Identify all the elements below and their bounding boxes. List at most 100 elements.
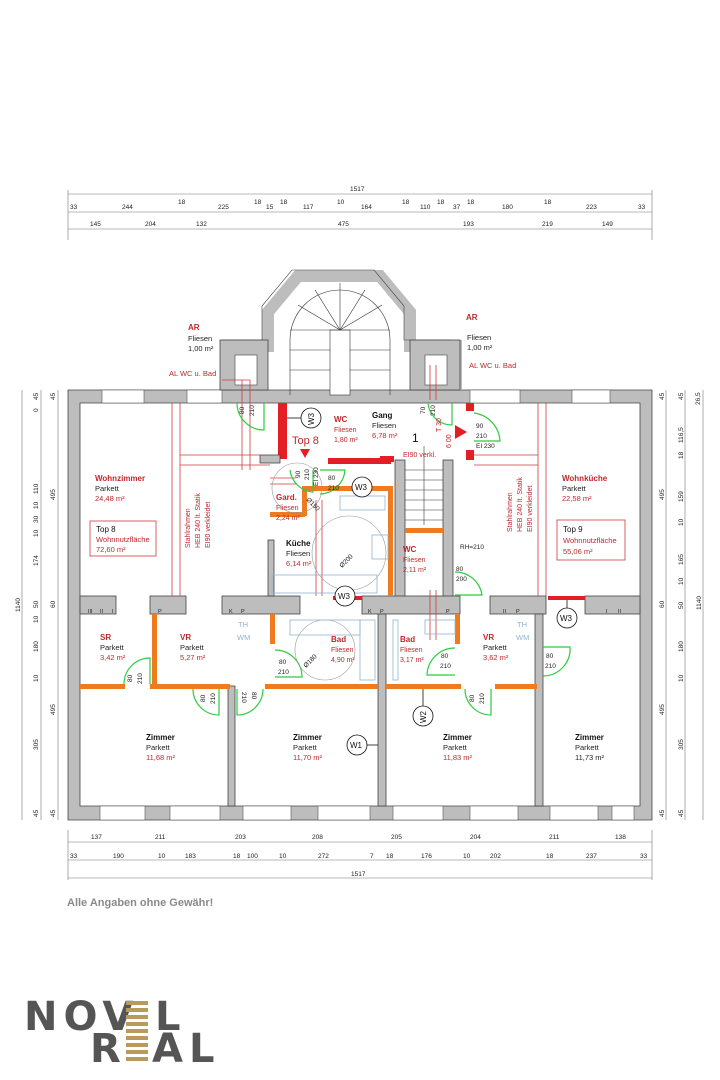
door-label-sr: 80 210	[127, 673, 144, 684]
dim: 30	[33, 515, 40, 523]
dim: 219	[542, 221, 553, 228]
dim: 110	[420, 204, 431, 211]
room-name: Wohnzimmer	[95, 474, 145, 483]
dim: 225	[218, 204, 229, 211]
dim: 15	[266, 204, 274, 211]
dim: 60	[50, 600, 57, 608]
room-name: Bad	[331, 635, 346, 644]
room-floor: Fliesen	[400, 647, 423, 654]
dim: 110	[33, 483, 40, 494]
room-floor: Fliesen	[372, 421, 396, 430]
shaft-label: II	[618, 609, 622, 615]
dim: 305	[678, 739, 685, 750]
room-floor: Fliesen	[276, 505, 299, 512]
shaft-label: I	[606, 609, 608, 615]
frame-note: EI90 verkleidet	[205, 502, 212, 548]
washer-label: WM	[516, 633, 529, 642]
room-name: WC	[334, 415, 348, 424]
wall-marker-w3	[300, 407, 322, 429]
room-wc-right: WC Fliesen 2,11 m²	[403, 545, 427, 574]
door-height: 210	[476, 433, 487, 440]
shaft-label: K	[368, 609, 372, 615]
room-name: Küche	[286, 539, 311, 548]
wall-marker-w3	[334, 585, 356, 607]
room-vr-left: VR Parkett 5,27 m²	[180, 633, 206, 662]
room-kueche: Küche Fliesen 6,14 m²	[286, 539, 312, 568]
disclaimer: Alle Angaben ohne Gewähr!	[67, 897, 213, 909]
top9-entry-label: 6 00	[446, 434, 453, 448]
room-area: 1,00 m²	[467, 343, 493, 352]
room-floor: Parkett	[483, 643, 508, 652]
dim: 50	[33, 600, 40, 608]
room-wc-top: WC Fliesen 1,80 m²	[334, 415, 358, 444]
dim: 33	[638, 204, 646, 211]
dim: 164	[361, 204, 372, 211]
entry-arrow-icon	[300, 449, 310, 458]
steel-frame-note-left: Stahlrahmen HEB 240 lt. Statik EI90 verk…	[185, 493, 212, 548]
wall-marker-label: W3	[307, 412, 316, 425]
room-name: VR	[180, 633, 191, 642]
dim: 495	[659, 704, 666, 715]
room-floor: Parkett	[100, 643, 125, 652]
room-area: 3,17 m²	[400, 657, 424, 664]
dim: 10	[279, 853, 287, 860]
door-width: 80	[441, 653, 449, 660]
dim: 37	[453, 204, 461, 211]
shaft-label: P	[158, 609, 162, 615]
door-height: 200	[456, 576, 467, 583]
dim: 208	[312, 834, 323, 841]
top-windows	[101, 389, 611, 404]
door-width: 80	[469, 694, 476, 702]
dim: 180	[502, 204, 513, 211]
ei90-note: EI90 verkl.	[403, 452, 436, 459]
dim: 18	[544, 199, 552, 206]
dim: 272	[318, 853, 329, 860]
dim-total-right: 1140	[696, 596, 703, 610]
straight-stair	[405, 446, 443, 525]
wall-marker-w1	[346, 734, 368, 756]
dim: 244	[122, 204, 133, 211]
dim: 138	[615, 834, 626, 841]
room-area: 2,24 m²	[276, 515, 300, 522]
wall-marker-w3	[556, 607, 578, 629]
dim: 18	[467, 199, 475, 206]
fixtures	[271, 495, 456, 681]
dim-total-bottom: 1517	[351, 871, 366, 878]
door-width: 80	[250, 692, 257, 700]
room-zimmer1: Zimmer Parkett 11,68 m²	[146, 733, 176, 762]
room-name: Wohnküche	[562, 474, 608, 483]
logo-text: L	[155, 994, 187, 1040]
dim: 495	[50, 704, 57, 715]
dim: 203	[235, 834, 246, 841]
dim: 149	[602, 221, 613, 228]
unit-caption: Wohnnutzfläche	[96, 535, 150, 544]
top-dimensions: 1517 33 244 18 225 18 15 18 117 10 164 1…	[67, 186, 653, 240]
room-name: Gard.	[276, 493, 297, 502]
dim: 204	[470, 834, 481, 841]
room-area: 11,68 m²	[146, 753, 176, 762]
dim: 137	[91, 834, 102, 841]
dim: 174	[33, 555, 40, 566]
left-dimensions: 1140 45 0 110 10 30 10 174 50 10 180 10 …	[15, 390, 59, 820]
t30-label: T 30	[436, 418, 443, 432]
room-name: AR	[466, 313, 478, 322]
room-area: 5,27 m²	[180, 653, 206, 662]
room-gang: Gang Fliesen 6,78 m²	[372, 411, 398, 440]
shaft-label: P	[241, 609, 245, 615]
dim: 211	[549, 834, 560, 841]
room-area: 3,62 m²	[483, 653, 509, 662]
dim: 10	[33, 501, 40, 509]
wall-marker-label: W3	[355, 483, 368, 492]
room-area: 11,70 m²	[293, 753, 323, 762]
room-floor: Parkett	[575, 743, 600, 752]
door-label-zimmer4: 80 210	[545, 653, 556, 670]
door-rating: EI 230	[313, 467, 320, 486]
room-bad-left: Bad Fliesen 4,90 m²	[331, 635, 355, 664]
shaft-markers: III II I P K P K P P II P I II	[88, 609, 622, 615]
steel-frames	[89, 365, 626, 640]
room-name: Gang	[372, 411, 393, 420]
door-width: 80	[456, 566, 464, 573]
shaft-label: II	[100, 609, 104, 615]
door-label-ar-right: 70 210	[420, 405, 437, 416]
